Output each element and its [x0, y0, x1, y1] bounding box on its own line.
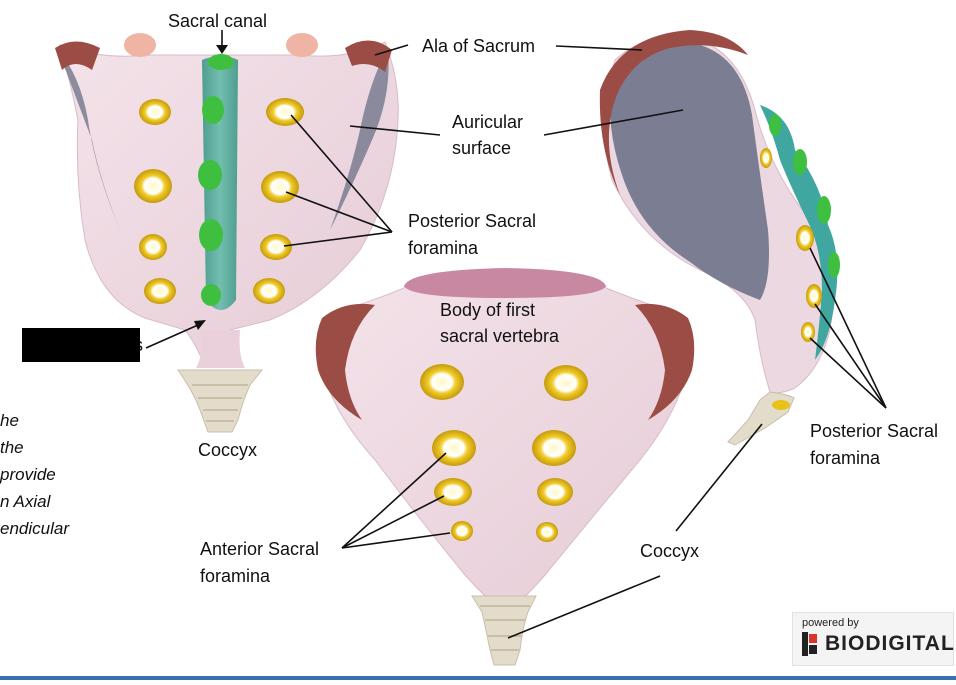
- spinous-tubercle-5: [201, 284, 221, 306]
- coccyx-anterior-segments: [480, 605, 530, 651]
- side-text-line-5: endicular: [0, 519, 69, 538]
- posterior-foramen-r3: [260, 234, 292, 260]
- anterior-foramen-l1: [420, 364, 464, 400]
- leader-auricular-right: [543, 109, 684, 136]
- label-posterior-foramina-2: foramina: [408, 238, 479, 258]
- posterior-foramen-l1: [139, 99, 171, 125]
- spinous-tubercle-2: [202, 96, 224, 124]
- badge-powered-by: powered by: [802, 617, 859, 629]
- label-body-first-2: sacral vertebra: [440, 326, 560, 346]
- crest-tubercle-4: [828, 252, 840, 278]
- label-posterior-foramina-right-1: Posterior Sacral: [810, 421, 939, 441]
- leader-lat-foramen-2: [814, 303, 887, 409]
- leader-ala-left: [374, 44, 409, 56]
- anterior-foramen-r1: [544, 365, 588, 401]
- lateral-foramen-3: [801, 322, 815, 342]
- anterior-foramen-l2: [432, 430, 476, 466]
- label-anterior-foramina-2: foramina: [200, 566, 271, 586]
- label-anterior-foramina-1: Anterior Sacral: [200, 539, 320, 559]
- coccyx-posterior: [177, 369, 264, 433]
- crest-tubercle-1: [769, 114, 781, 136]
- leader-redacted: [145, 324, 199, 349]
- ala-anterior-right: [635, 303, 695, 420]
- ala-rim-lateral: [599, 30, 748, 195]
- spinous-tubercle-1: [208, 54, 234, 70]
- leader-ala-right: [555, 45, 643, 51]
- label-coccyx-left: Coccyx: [198, 440, 258, 460]
- leader-post-foramen-2: [285, 191, 393, 233]
- coccyx-segments: [192, 384, 248, 422]
- crest-tubercle-2: [793, 149, 807, 175]
- sacral-promontory: [404, 268, 606, 298]
- coccyx-lateral-horn: [772, 400, 790, 410]
- lateral-view: [599, 30, 840, 446]
- articular-process-right: [286, 33, 318, 57]
- anterior-view: [315, 268, 695, 666]
- sacral-apex: [196, 330, 245, 368]
- side-text-line-3: provide: [0, 465, 56, 484]
- label-coccyx-right: Coccyx: [640, 541, 700, 561]
- ala-anterior-left: [315, 303, 375, 420]
- posterior-foramen-r4: [253, 278, 285, 304]
- crest-tubercle-3: [817, 196, 831, 224]
- label-posterior-foramina-1: Posterior Sacral: [408, 211, 537, 231]
- side-text-line-1: he: [0, 411, 19, 430]
- label-posterior-foramina-right-2: foramina: [810, 448, 881, 468]
- posterior-foramen-r1: [266, 98, 304, 126]
- label-auricular-2: surface: [452, 138, 512, 158]
- redaction-box: [22, 328, 140, 362]
- ala-rim-left: [55, 41, 100, 70]
- auricular-surface-lateral: [609, 44, 769, 300]
- biodigital-logo-icon: [802, 632, 817, 656]
- leader-lines: [145, 30, 887, 639]
- leader-sacral-canal-arrow: [216, 45, 228, 54]
- posterior-foramen-r2: [261, 171, 299, 203]
- leader-ant-foramen-1: [341, 452, 447, 549]
- label-auricular-1: Auricular: [452, 112, 524, 132]
- side-text-line-4: n Axial: [0, 492, 51, 511]
- label-sacral-canal: Sacral canal: [168, 11, 268, 31]
- leader-auricular-left: [349, 125, 441, 136]
- anterior-foramen-l4: [451, 521, 473, 541]
- posterior-foramen-l4: [144, 278, 176, 304]
- spinous-tubercle-3: [198, 160, 222, 190]
- leader-coccyx-lateral: [675, 423, 763, 532]
- ala-rim-right: [345, 40, 392, 72]
- biodigital-badge[interactable]: powered by BIODIGITAL: [792, 612, 954, 666]
- posterior-foramen-l3: [139, 234, 167, 260]
- leader-lat-foramen-1: [809, 247, 887, 409]
- side-text-line-2: the: [0, 438, 24, 457]
- anterior-foramen-r3: [537, 478, 573, 506]
- leader-coccyx-anterior: [507, 575, 661, 639]
- coccyx-lateral: [727, 391, 795, 446]
- badge-brand: BIODIGITAL: [825, 632, 955, 655]
- posterior-foramen-l2: [134, 169, 172, 203]
- lateral-foramen-2: [806, 284, 822, 308]
- coccyx-anterior: [471, 595, 537, 666]
- anterior-foramen-l3: [434, 478, 472, 506]
- lateral-foramen-top: [760, 148, 772, 168]
- label-body-first-1: Body of first: [440, 300, 536, 320]
- bottom-accent-bar: [0, 676, 956, 680]
- anterior-foramen-r4: [536, 522, 558, 542]
- leader-redacted-arrow: [194, 320, 206, 330]
- leader-post-foramen-1: [290, 114, 393, 233]
- leader-ant-foramen-2: [341, 495, 445, 549]
- articular-process-left: [124, 33, 156, 57]
- anterior-foramen-r2: [532, 430, 576, 466]
- leader-post-foramen-3: [283, 231, 393, 247]
- label-ala-of-sacrum: Ala of Sacrum: [422, 36, 536, 56]
- leader-ant-foramen-3: [341, 532, 451, 549]
- leader-lat-foramen-3: [809, 337, 887, 409]
- auricular-surface-right: [330, 48, 389, 230]
- posterior-view: [55, 33, 399, 433]
- spinous-tubercle-4: [199, 219, 223, 251]
- lateral-foramen-1: [796, 225, 814, 251]
